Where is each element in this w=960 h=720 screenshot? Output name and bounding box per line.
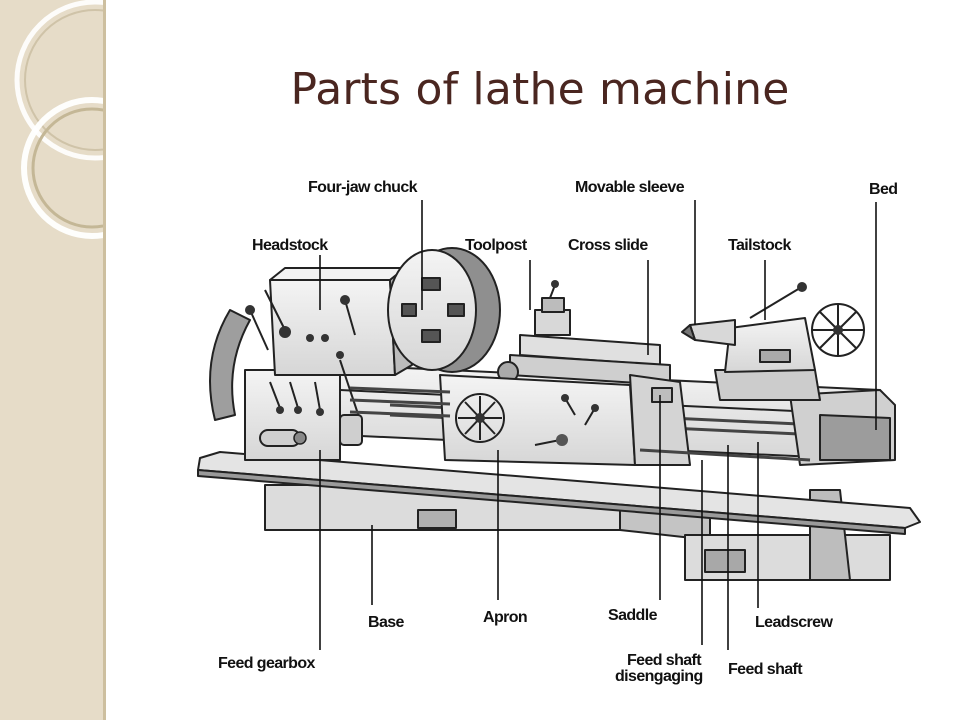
label-feed-shaft-disengaging-line1: Feed shaft <box>627 652 702 669</box>
label-leadscrew: Leadscrew <box>755 614 833 631</box>
label-headstock: Headstock <box>252 237 328 254</box>
label-movable-sleeve: Movable sleeve <box>575 179 685 196</box>
tailstock <box>681 282 865 401</box>
label-four-jaw-chuck: Four-jaw chuck <box>308 179 418 196</box>
label-tailstock: Tailstock <box>728 237 791 254</box>
label-feed-gearbox: Feed gearbox <box>218 655 316 672</box>
belt-guard <box>209 309 251 421</box>
label-base: Base <box>368 614 405 631</box>
toolpost <box>534 280 571 336</box>
feed-gearbox <box>244 369 341 461</box>
part-labels: Four-jaw chuck Movable sleeve Bed Headst… <box>218 179 898 685</box>
ring-decoration-icon <box>14 0 103 239</box>
label-bed: Bed <box>869 181 897 198</box>
label-feed-shaft: Feed shaft <box>728 661 803 678</box>
label-feed-shaft-disengaging-line2: disengaging <box>615 668 703 685</box>
label-apron: Apron <box>483 609 527 626</box>
decorative-side-band <box>0 0 106 720</box>
leader-lines <box>319 200 877 650</box>
label-cross-slide: Cross slide <box>568 237 648 254</box>
label-toolpost: Toolpost <box>465 237 528 254</box>
lathe-diagram: Four-jaw chuck Movable sleeve Bed Headst… <box>197 179 921 685</box>
label-saddle: Saddle <box>608 607 658 624</box>
slide-title: Parts of lathe machine <box>290 64 790 115</box>
four-jaw-chuck <box>387 247 501 373</box>
feed-rods <box>349 386 811 462</box>
apron <box>439 374 636 466</box>
